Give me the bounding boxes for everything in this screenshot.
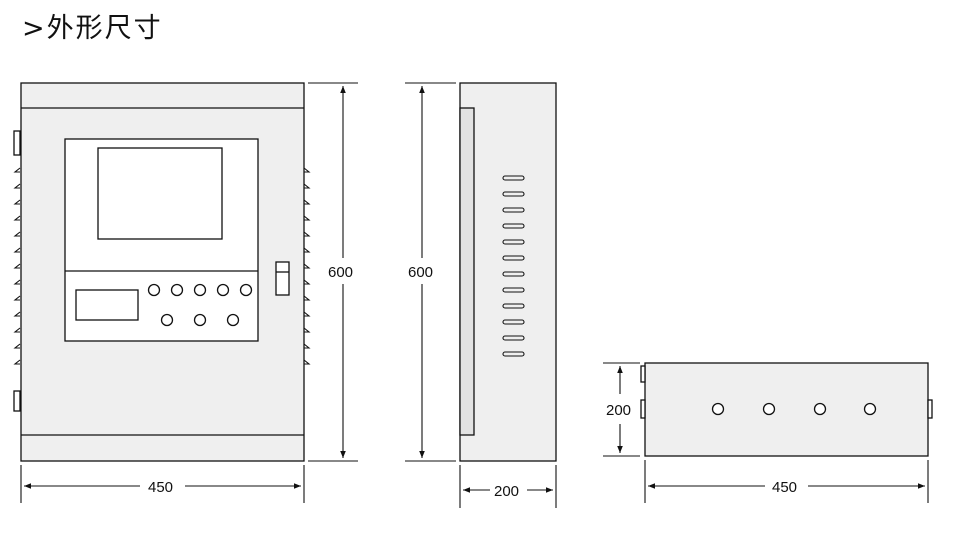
panel-button [239, 283, 253, 297]
front-width-label: 450 [148, 479, 173, 496]
side-vents [502, 175, 525, 357]
panel-button [193, 283, 207, 297]
side-height-label: 600 [408, 264, 433, 281]
cable-hole [863, 402, 877, 416]
small-display [75, 289, 139, 321]
side-view [459, 82, 557, 462]
front-height-label: 600 [328, 264, 353, 281]
panel-button [147, 283, 161, 297]
side-height-dimension [405, 82, 456, 462]
bottom-hinge [13, 390, 21, 412]
side-depth-dimension [459, 465, 557, 508]
display-screen [97, 147, 223, 240]
cable-hole [813, 402, 827, 416]
right-vents [303, 167, 311, 365]
left-vents [13, 167, 21, 365]
top-hinge [13, 130, 21, 156]
bottom-left-tab [640, 399, 646, 419]
panel-button [226, 313, 240, 327]
cable-hole [762, 402, 776, 416]
front-view [13, 82, 311, 462]
front-height-dimension [308, 82, 358, 462]
bottom-view [640, 362, 933, 457]
panel-button [170, 283, 184, 297]
door-latch [275, 261, 290, 296]
panel-button [216, 283, 230, 297]
bottom-right-tab [927, 399, 933, 419]
side-door-edge [459, 107, 475, 436]
bottom-width-dimension [644, 460, 929, 503]
bottom-cabinet-outline [644, 362, 929, 457]
bottom-left-tab [640, 365, 646, 383]
side-depth-label: 200 [494, 483, 519, 500]
page-title: >外形尺寸 [22, 13, 163, 44]
bottom-height-dimension [603, 362, 640, 457]
bottom-height-label: 200 [606, 402, 631, 419]
cable-hole [711, 402, 725, 416]
panel-button [193, 313, 207, 327]
bottom-width-label: 450 [772, 479, 797, 496]
panel-button [160, 313, 174, 327]
front-width-dimension [20, 465, 305, 503]
